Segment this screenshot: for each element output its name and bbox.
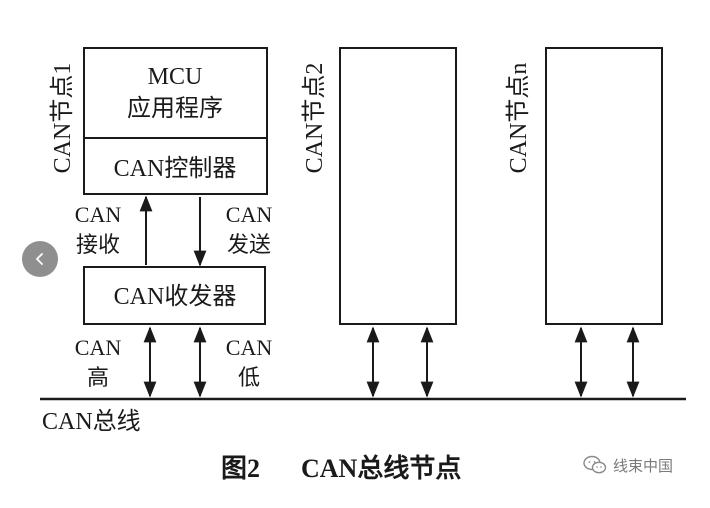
transceiver-label: CAN收发器 <box>114 283 237 310</box>
node1-mcu-box <box>83 47 268 195</box>
app-line1: MCU <box>148 64 203 90</box>
noden-box <box>545 47 663 325</box>
can-low-label-line1: CAN <box>226 335 273 360</box>
node2-box <box>339 47 457 325</box>
can-high-label-line1: CAN <box>75 335 122 360</box>
tx-label-line2: 发送 <box>227 232 271 257</box>
rx-label-line1: CAN <box>75 202 122 227</box>
watermark: 线束中国 <box>583 452 673 478</box>
can-low-label-line2: 低 <box>238 365 260 390</box>
tx-label-line1: CAN <box>226 202 273 227</box>
wechat-icon <box>583 455 607 474</box>
can-high-label-line2: 高 <box>87 365 109 390</box>
node1-label: CAN节点1 <box>49 63 76 174</box>
figure-title: CAN总线节点 <box>301 453 461 483</box>
app-line2: 应用程序 <box>127 95 223 122</box>
watermark-text: 线束中国 <box>613 456 674 475</box>
noden-label: CAN节点n <box>505 63 532 174</box>
figure-number: 图2 <box>221 454 260 483</box>
controller-label: CAN控制器 <box>114 155 237 182</box>
bus-label: CAN总线 <box>42 408 141 435</box>
previous-button[interactable] <box>22 241 58 277</box>
node2-label: CAN节点2 <box>301 63 328 174</box>
rx-label-line2: 接收 <box>76 232 120 257</box>
chevron-left-icon <box>36 253 43 265</box>
transceiver-box <box>83 266 266 325</box>
